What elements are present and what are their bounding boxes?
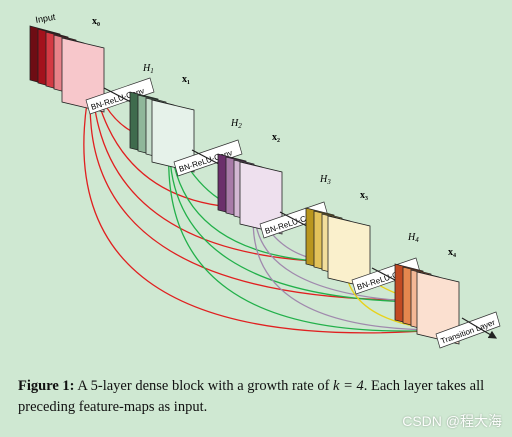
h2-stack <box>217 153 283 235</box>
arrow-input-to-h3 <box>91 74 336 263</box>
arrow-input-to-transition <box>83 74 441 334</box>
caption-text-1: A 5-layer dense block with a growth rate… <box>74 378 334 394</box>
x0-label: x₀ <box>92 16 100 27</box>
x4-label: x₄ <box>448 247 456 258</box>
csdn-watermark: CSDN @程大海 <box>402 413 502 429</box>
h1-stack <box>129 91 195 173</box>
h3-label: H3 <box>319 174 331 186</box>
input-stack <box>29 25 105 113</box>
figure-caption: Figure 1: A 5-layer dense block with a g… <box>18 376 498 418</box>
x3-label: x₃ <box>360 190 368 201</box>
caption-text-2: . Each layer takes all preceding feature… <box>18 378 485 415</box>
growth-rate-expression: k = 4 <box>333 378 364 394</box>
h3-stack <box>305 207 371 289</box>
figure-label: Figure 1: <box>18 378 75 394</box>
arrow-x1-to-transition <box>168 134 441 332</box>
arrow-x2-to-transition <box>252 199 441 331</box>
h2-label: H2 <box>230 118 242 130</box>
h4-label: H4 <box>407 232 419 244</box>
x1-label: x₁ <box>182 74 190 85</box>
input-label: Input <box>35 12 57 25</box>
h4-stack <box>394 263 460 345</box>
arrow-x1-to-h4 <box>169 134 426 303</box>
h1-label: H1 <box>142 63 154 75</box>
arrow-input-to-h4 <box>89 74 431 301</box>
x2-label: x₂ <box>272 132 280 143</box>
